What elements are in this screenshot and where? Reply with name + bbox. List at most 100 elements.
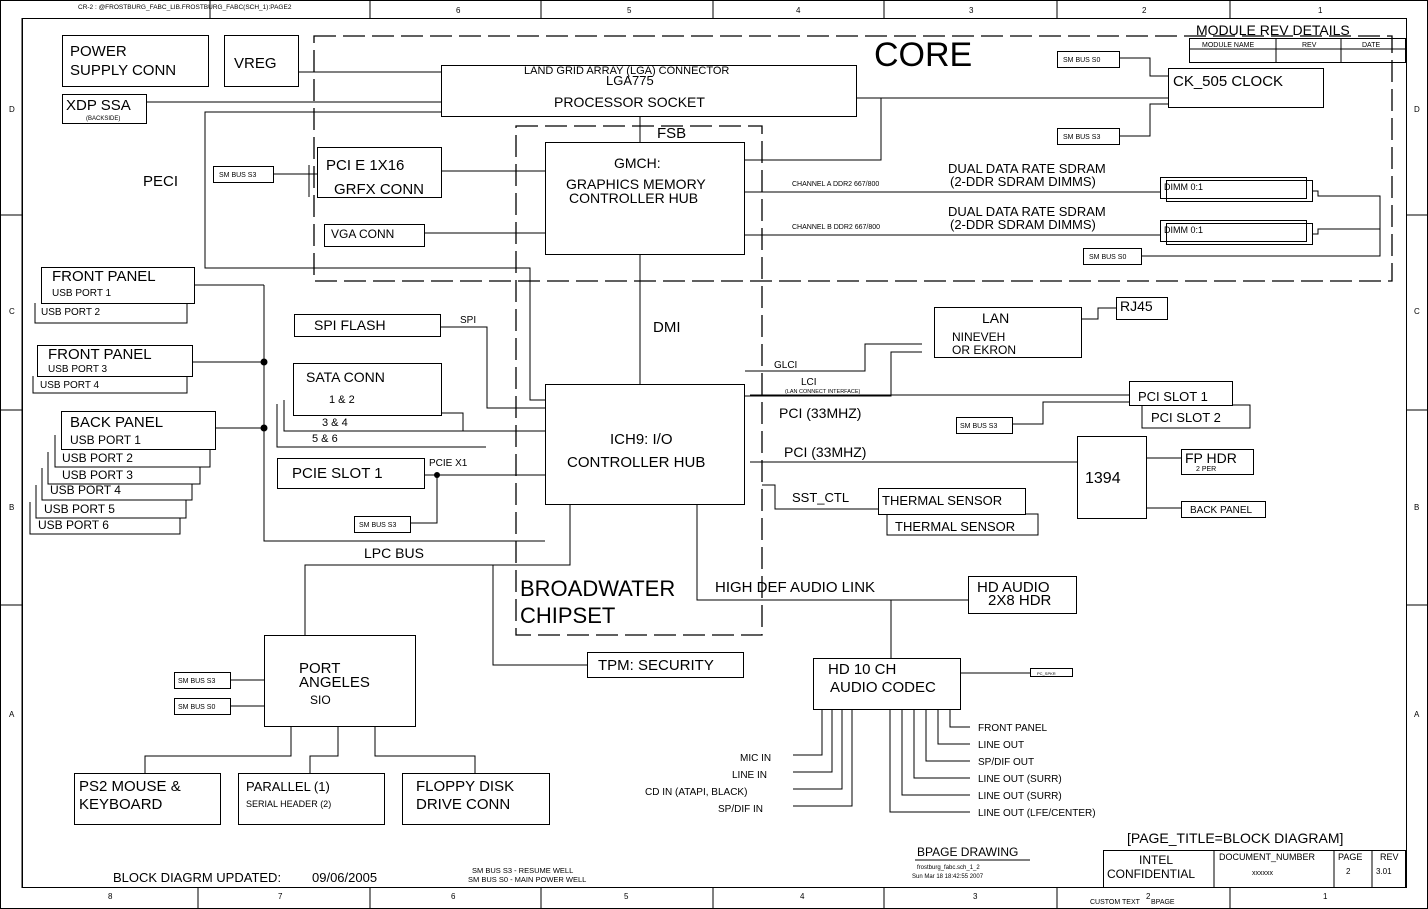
lan-line1: LAN [982, 310, 1009, 326]
back-panel-1394-box [1181, 501, 1266, 518]
chipset-label-line1: BROADWATER [520, 576, 675, 601]
ieee1394-label: 1394 [1085, 470, 1121, 487]
page-title: [PAGE_TITLE=BLOCK DIAGRAM] [1127, 830, 1343, 846]
block-diagram-updated-date: 09/06/2005 [312, 870, 377, 885]
smbus-s0-clock-top-label: SM BUS S0 [1063, 57, 1100, 64]
smbus-s0-dimm-label: SM BUS S0 [1089, 254, 1126, 261]
hd-audio-hdr-line2: 2X8 HDR [988, 592, 1052, 609]
channel-b-label: CHANNEL B DDR2 667/800 [792, 224, 880, 231]
bpage-timestamp: Sun Mar 18 18:42:55 2007 [912, 874, 984, 880]
ich9-line1: ICH9: I/O [610, 431, 673, 448]
audio-in-line: LINE IN [732, 770, 767, 781]
pci-slot2-label: PCI SLOT 2 [1151, 410, 1221, 425]
sst-ctl-label: SST_CTL [792, 490, 849, 505]
bp-usb-port1: USB PORT 1 [70, 433, 141, 447]
fsb-label: FSB [657, 125, 686, 142]
lga-line1: LAND GRID ARRAY (LGA) CONNECTOR [524, 65, 729, 77]
zone-col-5-top: 5 [627, 6, 632, 15]
thermal-sensor-2-label: THERMAL SENSOR [895, 519, 1015, 534]
power-supply-line1: POWER [70, 43, 127, 60]
vreg-label: VREG [234, 55, 277, 72]
ck505-label: CK_505 CLOCK [1173, 73, 1283, 90]
bp-usb-port3: USB PORT 3 [62, 468, 133, 482]
sheet-reference: CR-2 : @FROSTBURG_FABC_LIB.FROSTBURG_FAB… [78, 4, 292, 11]
smbus-s3-pci-box [956, 417, 1013, 434]
smbus-s3-pcie-box [354, 516, 411, 533]
gmch-line1: GMCH: [614, 155, 661, 171]
sata-line4: 5 & 6 [312, 433, 338, 445]
audio-in-mic: MIC IN [740, 753, 771, 764]
smbus-s3-pcie-label: SM BUS S3 [359, 522, 396, 529]
core-region-label: CORE [874, 36, 972, 74]
zone-col-7-bottom: 7 [278, 892, 283, 901]
smbus-s0-sio-label: SM BUS S0 [178, 704, 215, 711]
pcie-grfx-line1: PCI E 1X16 [326, 157, 404, 174]
zone-col-4-top: 4 [796, 6, 801, 15]
lga-line2: LGA775 [606, 73, 654, 88]
zone-col-1-top: 1 [1318, 6, 1323, 15]
rev-number: 3.01 [1376, 867, 1392, 876]
rj45-box [1116, 297, 1168, 320]
pci33-a-label: PCI (33MHZ) [779, 405, 861, 421]
spi-flash-label: SPI FLASH [314, 317, 386, 333]
bp-usb-port4: USB PORT 4 [50, 483, 121, 497]
dimm-b-label: DIMM 0:1 [1164, 225, 1203, 235]
hd-audio-hdr-line1: HD AUDIO [977, 579, 1050, 596]
rj45-label: RJ45 [1120, 298, 1153, 314]
pci-slot1-box [1129, 381, 1233, 406]
ieee1394-box [1077, 436, 1147, 519]
bp-usb-port5: USB PORT 5 [44, 502, 115, 516]
bp-usb-port2: USB PORT 2 [62, 451, 133, 465]
document-number: xxxxxx [1252, 870, 1274, 877]
smbus-legend-s0: SM BUS S0 - MAIN POWER WELL [468, 875, 586, 884]
side-zone-ruler: D C B A D C B A [0, 105, 1428, 719]
zone-col-6-bottom: 6 [451, 892, 456, 901]
lci-sub-label: (LAN CONNECT INTERFACE) [785, 389, 861, 395]
sata-line2: 1 & 2 [329, 394, 355, 406]
port-angeles-line2: ANGELES [299, 674, 370, 691]
tpm-label: TPM: SECURITY [598, 657, 714, 674]
processor-socket-box [441, 65, 857, 117]
ddr-b-line1: DUAL DATA RATE SDRAM [948, 204, 1106, 219]
ddr-b-line2: (2-DDR SDRAM DIMMS) [950, 217, 1096, 232]
module-name-header: MODULE NAME [1202, 42, 1254, 49]
power-supply-line2: SUPPLY CONN [70, 62, 176, 79]
zone-col-4-bottom: 4 [800, 892, 805, 901]
dimm-a-box [1160, 177, 1307, 199]
xdp-ssa-label: XDP SSA [66, 97, 131, 114]
smbus-s3-grfx-label: SM BUS S3 [219, 172, 256, 179]
zone-col-2-top: 2 [1142, 6, 1147, 15]
pcie-slot1-box [277, 458, 425, 489]
audio-in-spdif: SP/DIF IN [718, 804, 763, 815]
pcie-grfx-line2: GRFX CONN [334, 181, 424, 198]
document-number-label: DOCUMENT_NUMBER [1219, 852, 1316, 862]
zone-row-c-left: C [9, 307, 15, 316]
hd-audio-hdr-box [968, 576, 1077, 614]
vga-conn-box [324, 224, 425, 247]
parallel-line1: PARALLEL (1) [246, 779, 330, 794]
chipset-region-border [515, 125, 763, 636]
fp1-usb-port2: USB PORT 2 [41, 307, 101, 318]
ich9-box [545, 384, 745, 505]
fp2-usb-port3: USB PORT 3 [48, 364, 108, 375]
floppy-line1: FLOPPY DISK [416, 778, 514, 795]
gmch-line2: GRAPHICS MEMORY [566, 176, 706, 192]
audio-out-lfe: LINE OUT (LFE/CENTER) [978, 808, 1096, 819]
codec-line2: AUDIO CODEC [830, 679, 936, 696]
back-panel-label: BACK PANEL [70, 414, 163, 431]
parallel-serial-box [238, 773, 385, 825]
confidential-label: CONFIDENTIAL [1107, 867, 1195, 881]
module-rev-table: MODULE REV DETAILS MODULE NAME REV DATE [1189, 22, 1406, 63]
smbus-s3-pci-label: SM BUS S3 [960, 423, 997, 430]
zone-row-a-left: A [9, 710, 15, 719]
ich9-line2: CONTROLLER HUB [567, 454, 705, 471]
zone-row-a-right: A [1414, 710, 1420, 719]
zone-col-2-bottom: 2 [1146, 892, 1151, 901]
fp1-usb-port1: USB PORT 1 [52, 288, 112, 299]
rev-header: REV [1302, 42, 1317, 49]
audio-codec-box [813, 658, 961, 710]
date-header: DATE [1362, 42, 1380, 49]
smbus-legend-s3: SM BUS S3 - RESUME WELL [472, 866, 573, 875]
floppy-line2: DRIVE CONN [416, 796, 510, 813]
top-zone-ruler: 6 5 4 3 2 1 [209, 0, 1323, 18]
